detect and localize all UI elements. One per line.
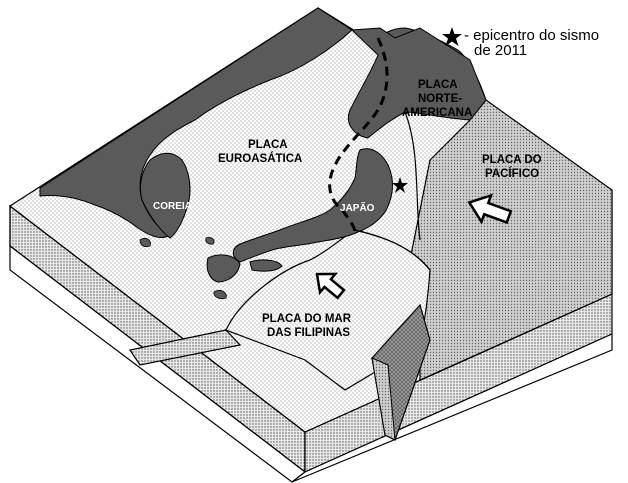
legend-line2: de 2011 (474, 42, 527, 59)
philippine-boundary-line (354, 229, 431, 271)
label-eurasian-l2: EUROASÁTICA (218, 152, 302, 165)
label-japan: JAPÃO (340, 201, 375, 214)
label-northam-l2: NORTE- (418, 93, 462, 105)
label-eurasian-l1: PLACA (248, 139, 288, 151)
epicenter-star-icon (392, 177, 408, 193)
label-northam-l3: AMERICANA (402, 107, 472, 119)
legend: - epicentro do sismo de 2011 (442, 27, 599, 59)
star-icon (442, 27, 462, 46)
small-island-2 (205, 237, 215, 245)
eurasian-boundary-line (404, 111, 421, 241)
label-northam-l1: PLACA (418, 79, 458, 91)
label-pacific-l1: PLACA DO (482, 154, 542, 166)
philippine-motion-arrow (315, 272, 346, 300)
japan-honshu (232, 148, 393, 263)
pacific-motion-arrow (467, 193, 513, 225)
philippine-slab (129, 329, 242, 366)
label-korea: COREIA (153, 201, 192, 212)
dashed-plate-boundary (328, 37, 389, 233)
label-pacific-l2: PACÍFICO (485, 167, 539, 180)
label-philippine-l2: DAS FILIPINAS (267, 327, 350, 339)
block-front-mantle (291, 333, 613, 483)
japan-kyushu (206, 254, 241, 283)
japan-shikoku (249, 259, 283, 272)
korea-peninsula (139, 152, 191, 239)
legend-line1: - epicentro do sismo (464, 27, 599, 44)
label-philippine-l1: PLACA DO MAR (262, 313, 352, 325)
small-island-3 (213, 290, 227, 300)
pacific-slab-front (371, 357, 396, 441)
small-island-1 (139, 238, 151, 248)
